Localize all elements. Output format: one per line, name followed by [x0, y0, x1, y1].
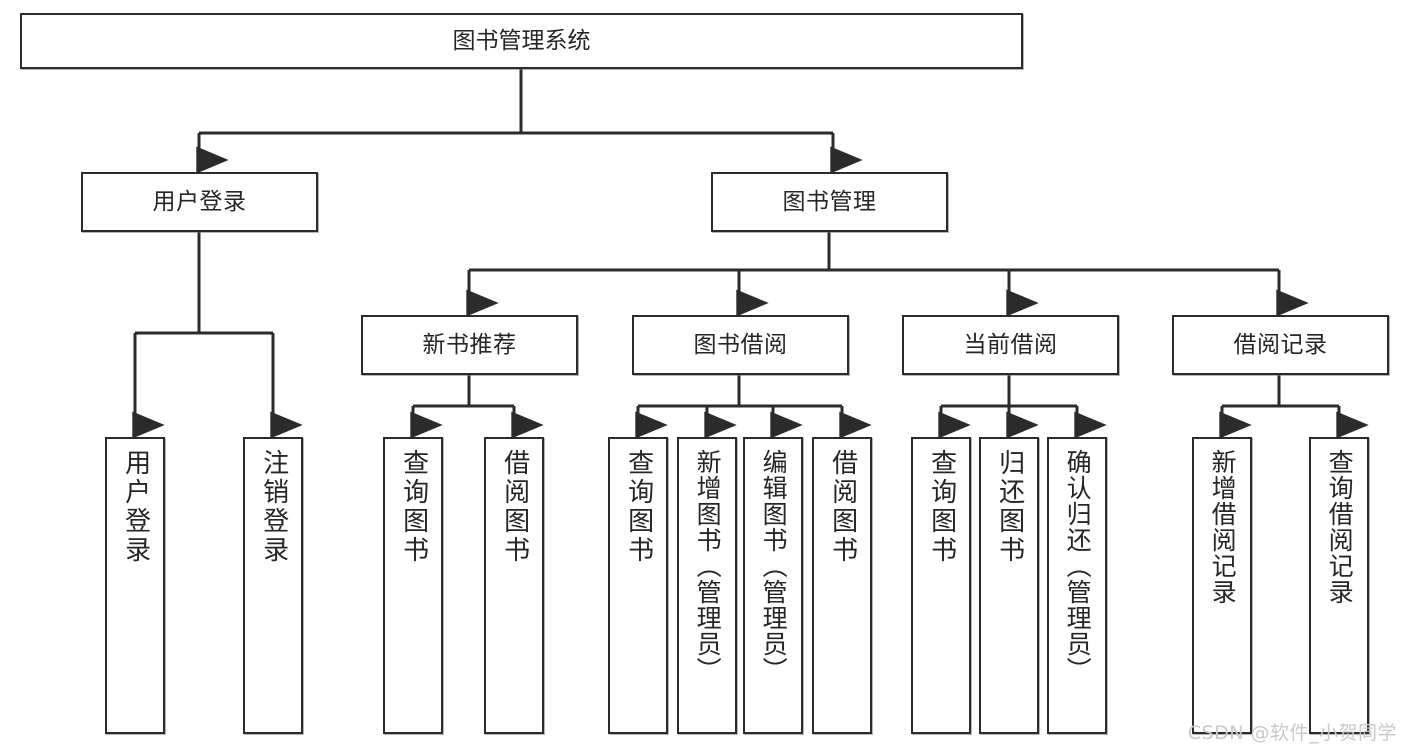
node-label: 新书推荐: [422, 331, 517, 358]
node-label: 图书管理系统: [452, 27, 591, 54]
leaf-book-borrow-borrow[interactable]: 借阅图书: [812, 437, 872, 734]
leaf-current-borrow-return[interactable]: 归还图书: [979, 437, 1039, 734]
leaf-book-borrow-edit-admin[interactable]: 编辑图书（管理员）: [743, 437, 803, 734]
leaf-current-borrow-confirm-admin[interactable]: 确认归还（管理员）: [1047, 437, 1107, 734]
node-borrow-record[interactable]: 借阅记录: [1172, 315, 1389, 375]
node-label: 借阅记录: [1233, 331, 1328, 358]
node-root-book-management-system[interactable]: 图书管理系统: [20, 13, 1023, 69]
node-label: 图书借阅: [693, 331, 788, 358]
leaf-new-book-query[interactable]: 查询图书: [383, 437, 443, 734]
leaf-new-book-borrow[interactable]: 借阅图书: [484, 437, 544, 734]
leaf-user-login-logout[interactable]: 注销登录: [243, 437, 303, 734]
node-label: 用户登录: [120, 449, 151, 565]
node-label: 借阅图书: [827, 449, 858, 565]
node-book-borrow[interactable]: 图书借阅: [632, 315, 849, 375]
node-label: 查询图书: [398, 449, 429, 565]
node-label: 查询借阅记录: [1325, 449, 1355, 605]
node-label: 当前借阅: [963, 331, 1058, 358]
node-label: 新增借阅记录: [1208, 449, 1238, 605]
node-label: 注销登录: [258, 449, 289, 565]
node-label: 新增图书（管理员）: [693, 449, 723, 683]
node-label: 用户登录: [152, 188, 247, 215]
node-current-borrow[interactable]: 当前借阅: [902, 315, 1119, 375]
node-label: 查询图书: [623, 449, 654, 565]
leaf-borrow-record-add[interactable]: 新增借阅记录: [1192, 437, 1252, 734]
node-label: 查询图书: [926, 449, 957, 565]
node-label: 图书管理: [782, 188, 877, 215]
node-new-book-recommend[interactable]: 新书推荐: [361, 315, 578, 375]
leaf-borrow-record-query[interactable]: 查询借阅记录: [1309, 437, 1369, 734]
node-label: 借阅图书: [499, 449, 530, 565]
node-user-login[interactable]: 用户登录: [81, 172, 318, 232]
csdn-watermark: CSDN @软件_小贺同学: [1187, 722, 1397, 744]
node-label: 确认归还（管理员）: [1063, 449, 1093, 683]
leaf-book-borrow-add-admin[interactable]: 新增图书（管理员）: [677, 437, 737, 734]
leaf-book-borrow-query[interactable]: 查询图书: [608, 437, 668, 734]
leaf-current-borrow-query[interactable]: 查询图书: [911, 437, 971, 734]
leaf-user-login-login[interactable]: 用户登录: [105, 437, 165, 734]
node-label: 编辑图书（管理员）: [759, 449, 789, 683]
node-book-management[interactable]: 图书管理: [711, 172, 948, 232]
node-label: 归还图书: [994, 449, 1025, 565]
